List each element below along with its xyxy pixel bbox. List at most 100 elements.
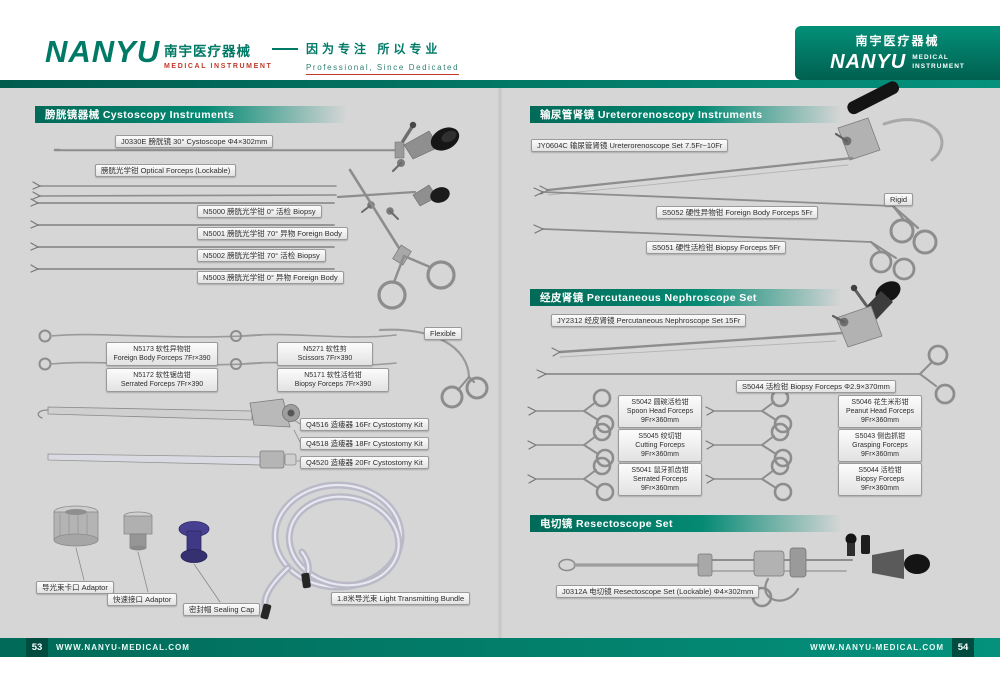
light-bundle-image [260, 481, 405, 620]
label-s5043: S5043 侧齿抓钳 Grasping Forceps 9Fr×360mm [838, 429, 922, 463]
cystostomy-kit-images [37, 398, 301, 469]
label-n5002: N5002 膀胱光学钳 70° 活检 Biopsy [197, 249, 326, 262]
footer-right-group: WWW.NANYU-MEDICAL.COM 54 [810, 638, 974, 657]
label-q4516: Q4516 造瘘器 16Fr Cystostomy Kit [300, 418, 429, 431]
label-optical-forceps: 膀胱光学钳 Optical Forceps (Lockable) [95, 164, 237, 177]
brand-chinese-name: 南宇医疗器械 [164, 44, 251, 59]
label-jy0604c: JY0604C 输尿管肾镜 Ureterorenoscope Set 7.5Fr… [531, 139, 729, 152]
section-ureterorenoscopy: 输尿管肾镜 Ureterorenoscopy Instruments [530, 106, 842, 123]
label-s5041-line1: S5041 鼠牙抓齿钳 [631, 467, 689, 474]
light-adaptor-image [53, 505, 99, 581]
resectoscope-image [558, 533, 930, 608]
page-fold [497, 88, 503, 638]
label-light-adaptor: 导光束卡口 Adaptor [36, 581, 114, 594]
label-s5044-grid-line1: S5044 活检钳 [858, 467, 902, 474]
label-s5042-line2: Spoon Head Forceps [626, 408, 694, 416]
page-number-left: 53 [26, 638, 48, 657]
label-s5044-grid: S5044 活检钳 Biopsy Forceps 9Fr×360mm [838, 463, 922, 497]
label-n5173: N5173 软性异物钳 Foreign Body Forceps 7Fr×390 [106, 342, 218, 367]
label-s5042: S5042 圆碗活检钳 Spoon Head Forceps 9Fr×360mm [618, 395, 702, 429]
label-flexible-tag: Flexible [424, 327, 462, 340]
brand-wordmark: NANYU [45, 34, 161, 69]
label-n5172: N5172 软性锯齿钳 Serrated Forceps 7Fr×390 [106, 368, 218, 393]
label-s5045: S5045 绞切钳 Cutting Forceps 9Fr×360mm [618, 429, 702, 463]
rigid-forceps-images [533, 187, 938, 281]
section-nephroscope: 经皮肾镜 Percutaneous Nephroscope Set [530, 289, 842, 306]
label-n5000: N5000 膀胱光学钳 0° 活检 Biopsy [197, 205, 322, 218]
optical-forceps-shafts-image [32, 181, 337, 200]
label-s5045-line1: S5045 绞切钳 [638, 433, 682, 440]
label-n5001: N5001 膀胱光学钳 70° 异物 Foreign Body [197, 227, 348, 240]
label-n5173-line2: Foreign Body Forceps 7Fr×390 [113, 355, 211, 363]
badge-subtitle-line1: MEDICAL [912, 54, 949, 62]
label-j0330e-cystoscope: J0330E 膀胱镜 30° Cystoscope Φ4×302mm [115, 135, 274, 148]
label-s5041: S5041 鼠牙抓齿钳 Serrated Forceps 9Fr×360mm [618, 463, 702, 497]
sealing-cap-image [178, 521, 221, 603]
optical-forceps-handle-image [348, 168, 456, 310]
label-s5044-grid-line3: 9Fr×360mm [861, 485, 899, 493]
badge-subtitle: MEDICAL INSTRUMENT [912, 54, 965, 71]
nephroscope-image [551, 281, 901, 358]
label-q4518: Q4518 造瘘器 18Fr Cystostomy Kit [300, 437, 429, 450]
label-n5171: N5171 软性活检钳 Biopsy Forceps 7Fr×390 [277, 368, 389, 393]
tagline: 因为专注 所以专业 Professional, Since Dedicated [272, 40, 460, 75]
label-s5045-line3: 9Fr×360mm [641, 451, 679, 459]
nephroscope-biopsy-forceps-image [536, 344, 956, 405]
tagline-english: Professional, Since Dedicated [306, 63, 460, 75]
label-sealing-cap: 密封帽 Sealing Cap [183, 603, 261, 616]
label-quick-adaptor: 快速接口 Adaptor [107, 593, 178, 606]
page-footer: 53 WWW.NANYU-MEDICAL.COM WWW.NANYU-MEDIC… [0, 638, 1000, 657]
cystoscope-image [53, 121, 460, 173]
curved-forceps-image [378, 328, 489, 409]
badge-subtitle-line2: INSTRUMENT [912, 62, 965, 70]
label-s5043-line1: S5043 侧齿抓钳 [854, 433, 906, 440]
label-s5043-line2: Grasping Forceps [852, 442, 908, 450]
rigid-optical-forceps-rows-image [30, 198, 335, 273]
brand-block: 南宇医疗器械 MEDICAL INSTRUMENT [164, 40, 272, 70]
corner-brand-badge: 南宇医疗器械 NANYU MEDICAL INSTRUMENT [795, 26, 1000, 80]
label-j0312a: J0312A 电切镜 Resectoscope Set (Lockable) Φ… [556, 585, 760, 598]
label-n5172-line1: N5172 软性锯齿钳 [133, 372, 191, 379]
label-q4520: Q4520 造瘘器 20Fr Cystostomy Kit [300, 456, 429, 469]
label-s5045-line2: Cutting Forceps [635, 442, 685, 450]
badge-chinese-name: 南宇医疗器械 [855, 34, 940, 48]
label-n5271-line1: N5271 软性剪 [303, 346, 347, 353]
tagline-chinese: 因为专注 所以专业 [272, 40, 459, 57]
label-n5271: N5271 软性剪 Scissors 7Fr×390 [277, 342, 373, 367]
label-s5044-grid-line2: Biopsy Forceps [855, 476, 905, 484]
label-s5046-line3: 9Fr×360mm [861, 417, 899, 425]
badge-wordmark: NANYU [830, 51, 907, 73]
label-n5003: N5003 膀胱光学钳 0° 异物 Foreign Body [197, 271, 344, 284]
label-jy2312: JY2312 经皮肾镜 Percutaneous Nephroscope Set… [551, 314, 747, 327]
label-n5173-line1: N5173 软性异物钳 [133, 346, 191, 353]
label-n5172-line2: Serrated Forceps 7Fr×390 [120, 381, 204, 389]
quick-adaptor-image [123, 511, 153, 593]
label-n5171-line1: N5171 软性活检钳 [304, 372, 362, 379]
label-s5046-line2: Peanut Head Forceps [845, 408, 915, 416]
label-s5041-line3: 9Fr×360mm [641, 485, 679, 493]
label-s5042-line1: S5042 圆碗活检钳 [631, 399, 689, 406]
label-s5046: S5046 花生米形钳 Peanut Head Forceps 9Fr×360m… [838, 395, 922, 429]
label-s5041-line2: Serrated Forceps [632, 476, 688, 484]
label-n5271-line2: Scissors 7Fr×390 [297, 355, 353, 363]
label-s5042-line3: 9Fr×360mm [641, 417, 679, 425]
label-s5044-main: S5044 活检钳 Biopsy Forceps Φ2.9×370mm [736, 380, 896, 393]
website-left: WWW.NANYU-MEDICAL.COM [56, 643, 190, 652]
label-light-bundle: 1.8米导光束 Light Transmitting Bundle [331, 592, 471, 605]
label-s5052: S5052 硬性异物钳 Foreign Body Forceps 5Fr [656, 206, 819, 219]
footer-left-group: 53 WWW.NANYU-MEDICAL.COM [26, 638, 190, 657]
label-n5171-line2: Biopsy Forceps 7Fr×390 [294, 381, 372, 389]
label-s5051: S5051 硬性活检钳 Biopsy Forceps 5Fr [646, 241, 787, 254]
section-resectoscope: 电切镜 Resectoscope Set [530, 515, 842, 532]
header-divider [0, 80, 1000, 88]
label-s5043-line3: 9Fr×360mm [861, 451, 899, 459]
ureteroscope-image [539, 81, 944, 196]
section-cystoscopy: 膀胱镜器械 Cystoscopy Instruments [35, 106, 347, 123]
label-rigid-tag: Rigid [884, 193, 914, 206]
brand-subtitle: MEDICAL INSTRUMENT [164, 63, 273, 70]
cystoscope-sheath-image [336, 184, 450, 220]
page-number-right: 54 [952, 638, 974, 657]
website-right: WWW.NANYU-MEDICAL.COM [810, 643, 944, 652]
